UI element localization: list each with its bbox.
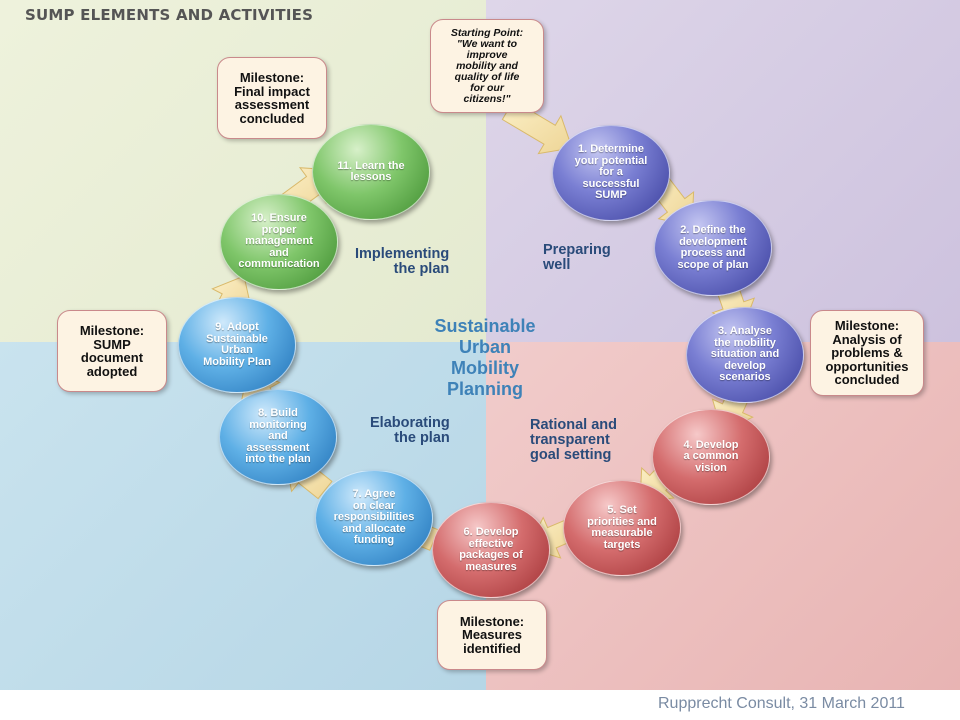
step-9-label: 9. Adopt Sustainable Urban Mobility Plan [203,321,271,368]
step-4-circle: 4. Develop a common vision [652,409,770,505]
step-5-label: 5. Set priorities and measurable targets [587,504,657,551]
step-1-label: 1. Determine your potential for a succes… [574,143,648,202]
step-10-label: 10. Ensure proper management and communi… [238,212,320,271]
phase-elaborating-label: Elaborating the plan [370,415,450,446]
starting-point-callout: Starting Point: "We want to improve mobi… [430,19,544,113]
phase-implementing-label: Implementing the plan [355,246,450,277]
milestone-final-text: Milestone: Final impact assessment concl… [234,70,310,126]
step-4-label: 4. Develop a common vision [683,438,739,474]
step-6-label: 6. Develop effective packages of measure… [459,526,523,573]
footer-credit: Rupprecht Consult, 31 March 2011 [658,695,905,712]
step-7-circle: 7. Agree on clear responsibilities and a… [315,470,433,566]
milestone-final-callout: Milestone: Final impact assessment concl… [217,57,327,139]
starting-point-text: Starting Point: "We want to improve mobi… [450,26,524,105]
step-3-label: 3. Analyse the mobility situation and de… [710,325,780,384]
milestone-analysis-callout: Milestone: Analysis of problems & opport… [810,310,924,396]
phase-goal-setting-label: Rational and transparent goal setting [530,417,618,463]
step-7-label: 7. Agree on clear responsibilities and a… [333,488,415,547]
step-5-circle: 5. Set priorities and measurable targets [563,480,681,576]
milestone-analysis-text: Milestone: Analysis of problems & opport… [825,318,909,388]
step-1-circle: 1. Determine your potential for a succes… [552,125,670,221]
step-2-label: 2. Define the development process and sc… [677,224,749,271]
step-11-circle: 11. Learn the lessons [312,124,430,220]
center-title: Sustainable Urban Mobility Planning [434,316,536,399]
step-8-label: 8. Build monitoring and assessment into … [245,407,311,466]
footer-band [0,690,960,720]
step-8-circle: 8. Build monitoring and assessment into … [219,389,337,485]
phase-preparing-label: Preparing well [543,242,611,273]
step-6-circle: 6. Develop effective packages of measure… [432,502,550,598]
step-11-label: 11. Learn the lessons [337,159,405,183]
page-title: SUMP ELEMENTS AND ACTIVITIES [25,6,314,24]
milestone-measures-callout: Milestone: Measures identified [437,600,547,670]
step-2-circle: 2. Define the development process and sc… [654,200,772,296]
step-3-circle: 3. Analyse the mobility situation and de… [686,307,804,403]
milestone-adopted-callout: Milestone: SUMP document adopted [57,310,167,392]
step-9-circle: 9. Adopt Sustainable Urban Mobility Plan [178,297,296,393]
step-10-circle: 10. Ensure proper management and communi… [220,194,338,290]
milestone-measures-text: Milestone: Measures identified [459,613,525,656]
milestone-adopted-text: Milestone: SUMP document adopted [79,323,145,379]
